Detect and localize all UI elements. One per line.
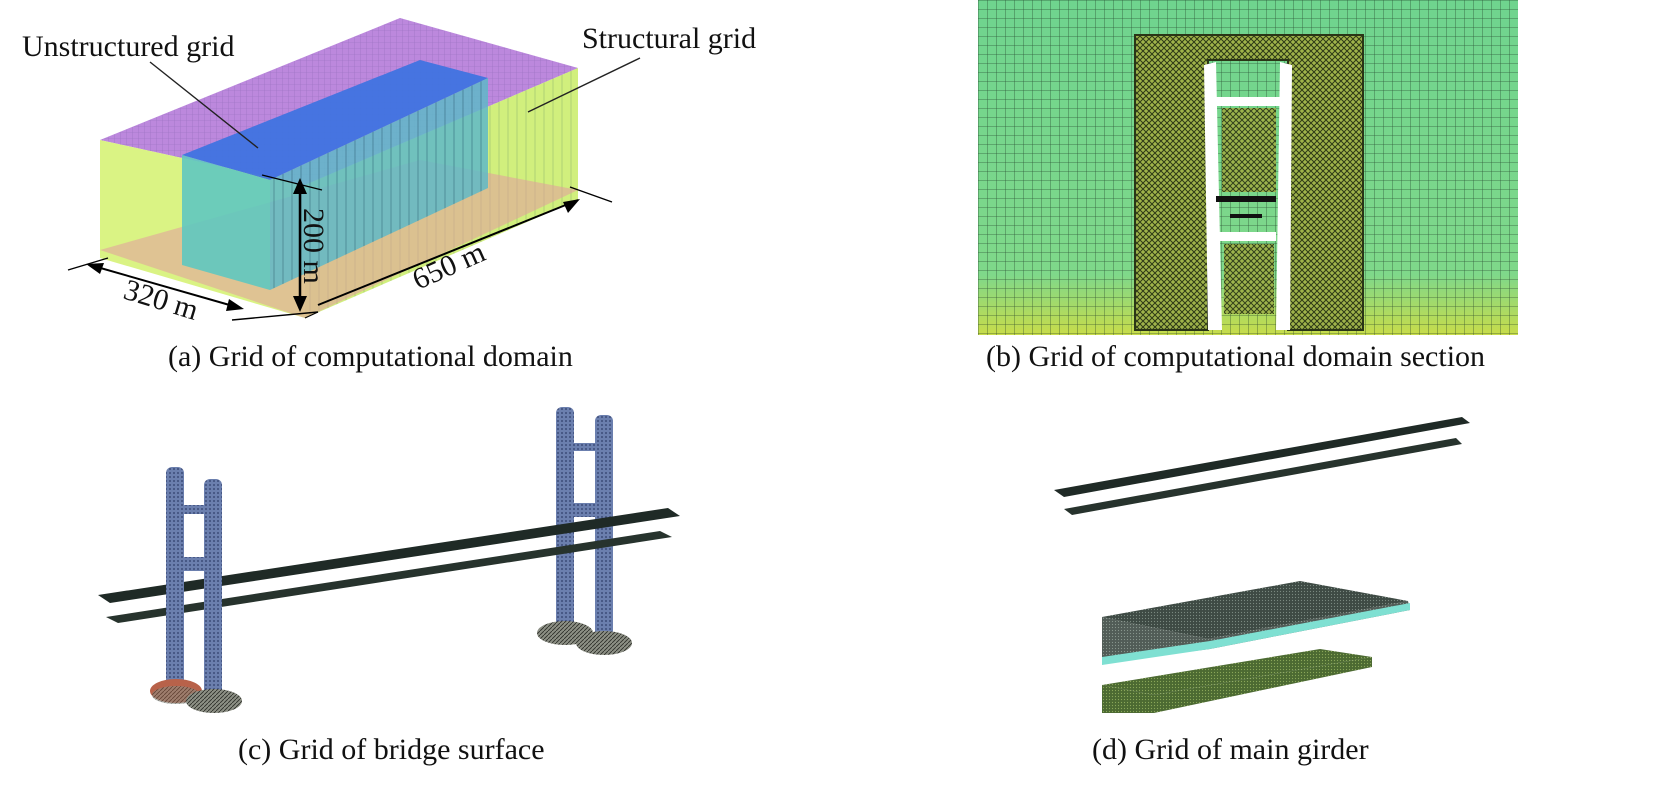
girder-detail-lower-body [1102, 657, 1372, 713]
girder-overview-upper [1054, 417, 1470, 497]
caption-a: (a) Grid of computational domain [168, 340, 573, 373]
label-structural-grid: Structural grid [582, 22, 756, 55]
inner-box-front [182, 155, 270, 290]
left-tower-leg-right [204, 479, 222, 701]
panel-c: (c) Grid of bridge surface [0, 395, 820, 811]
tower-section-left-leg [1204, 62, 1222, 330]
right-tower-base-right [576, 631, 632, 655]
deck-section [1216, 196, 1276, 202]
caption-b: (b) Grid of computational domain section [986, 340, 1486, 373]
tower-beam-upper [1214, 97, 1280, 106]
panel-b: (b) Grid of computational domain section [978, 0, 1654, 390]
left-tower-leg-left [166, 467, 184, 689]
girder-figure [1054, 417, 1470, 713]
section-figure [978, 0, 1518, 335]
inner-box-top [182, 60, 488, 180]
tower-section-right-leg [1276, 62, 1292, 330]
panel-a: Unstructured grid Structural grid 200 m … [0, 0, 820, 390]
panel-d: (d) Grid of main girder [1030, 395, 1654, 811]
left-tower-base-right [186, 689, 242, 713]
caption-c: (c) Grid of bridge surface [238, 733, 545, 766]
deck-girder-upper [98, 508, 680, 603]
refined-mesh-region [1134, 34, 1364, 331]
right-tower-leg-left [556, 407, 574, 635]
label-height-200m: 200 m [297, 208, 330, 284]
girder-detail-upper-top [1102, 581, 1408, 639]
domain-box-figure: Unstructured grid Structural grid 200 m … [22, 18, 756, 327]
deck-girder-lower [106, 531, 672, 623]
label-unstructured-grid: Unstructured grid [22, 30, 234, 63]
girder-overview-lower [1064, 438, 1462, 515]
tower-beam-lower [1216, 232, 1276, 241]
caption-d: (d) Grid of main girder [1092, 733, 1369, 766]
right-tower-leg-right [595, 415, 613, 647]
bridge-figure [98, 407, 680, 713]
girder-detail-lower-top [1102, 649, 1372, 695]
